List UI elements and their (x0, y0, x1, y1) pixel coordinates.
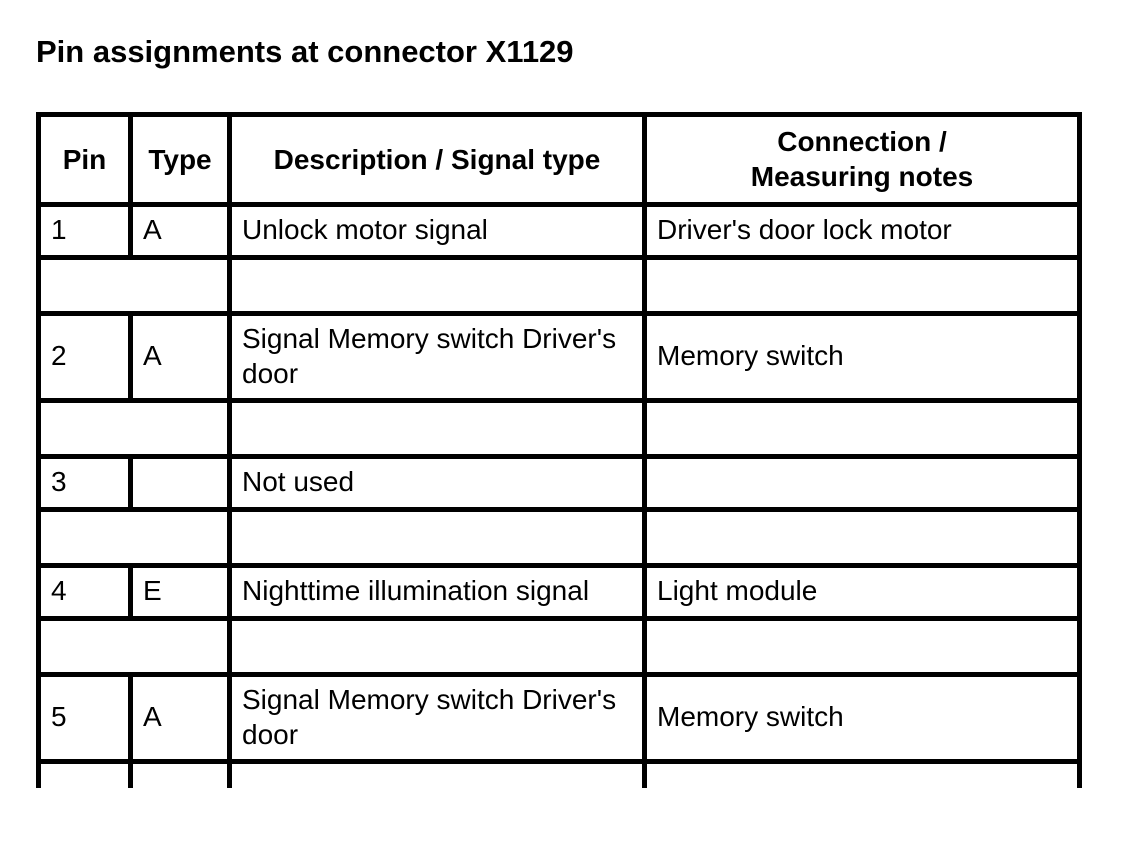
connection-cell: Memory switch (642, 310, 1082, 403)
connection-cell: Driver's door lock motor (642, 201, 1082, 260)
connection-cell: Light module (642, 562, 1082, 621)
spacer-row (36, 506, 1082, 568)
partial-row-cutoff (36, 758, 1082, 788)
type-cell: A (128, 201, 232, 260)
type-cell: A (128, 671, 232, 764)
column-header-type: Type (128, 111, 232, 207)
spacer-cell-connection (642, 397, 1082, 459)
spacer-cell-pin-type (36, 615, 232, 677)
pin-cell: 4 (36, 562, 133, 621)
table-row-pin-3: 3 Not used (36, 453, 1082, 512)
type-cell: E (128, 562, 232, 621)
connection-cell: Memory switch (642, 671, 1082, 764)
pin-cell (36, 758, 133, 788)
pin-assignments-table-container: Pin Type Description / Signal type Conne… (36, 111, 1084, 788)
spacer-cell-pin-type (36, 254, 232, 316)
spacer-row (36, 397, 1082, 459)
spacer-cell-connection (642, 254, 1082, 316)
spacer-row (36, 254, 1082, 316)
spacer-cell-connection (642, 506, 1082, 568)
type-cell: A (128, 310, 232, 403)
connection-cell (642, 758, 1082, 788)
column-header-connection: Connection / Measuring notes (642, 111, 1082, 207)
table-row-pin-5: 5 A Signal Memory switch Driver's door M… (36, 671, 1082, 764)
table-row-pin-2: 2 A Signal Memory switch Driver's door M… (36, 310, 1082, 403)
connection-cell (642, 453, 1082, 512)
table-header-row: Pin Type Description / Signal type Conne… (36, 111, 1082, 207)
pin-cell: 3 (36, 453, 133, 512)
description-cell: Nighttime illumination signal (227, 562, 647, 621)
pin-cell: 2 (36, 310, 133, 403)
spacer-cell-pin-type (36, 397, 232, 459)
spacer-cell-description (227, 615, 647, 677)
spacer-cell-description (227, 397, 647, 459)
document-page: Pin assignments at connector X1129 Pin T… (0, 34, 1136, 788)
pin-cell: 1 (36, 201, 133, 260)
description-cell: Unlock motor signal (227, 201, 647, 260)
spacer-cell-description (227, 254, 647, 316)
table-row-pin-1: 1 A Unlock motor signal Driver's door lo… (36, 201, 1082, 260)
type-cell (128, 453, 232, 512)
description-cell (227, 758, 647, 788)
spacer-cell-connection (642, 615, 1082, 677)
description-cell: Signal Memory switch Driver's door (227, 671, 647, 764)
pin-assignments-table: Pin Type Description / Signal type Conne… (36, 111, 1082, 788)
table-row-pin-4: 4 E Nighttime illumination signal Light … (36, 562, 1082, 621)
description-cell: Signal Memory switch Driver's door (227, 310, 647, 403)
column-header-pin: Pin (36, 111, 133, 207)
type-cell (128, 758, 232, 788)
column-header-description: Description / Signal type (227, 111, 647, 207)
spacer-row (36, 615, 1082, 677)
description-cell: Not used (227, 453, 647, 512)
page-title: Pin assignments at connector X1129 (36, 34, 574, 69)
spacer-cell-description (227, 506, 647, 568)
pin-cell: 5 (36, 671, 133, 764)
spacer-cell-pin-type (36, 506, 232, 568)
